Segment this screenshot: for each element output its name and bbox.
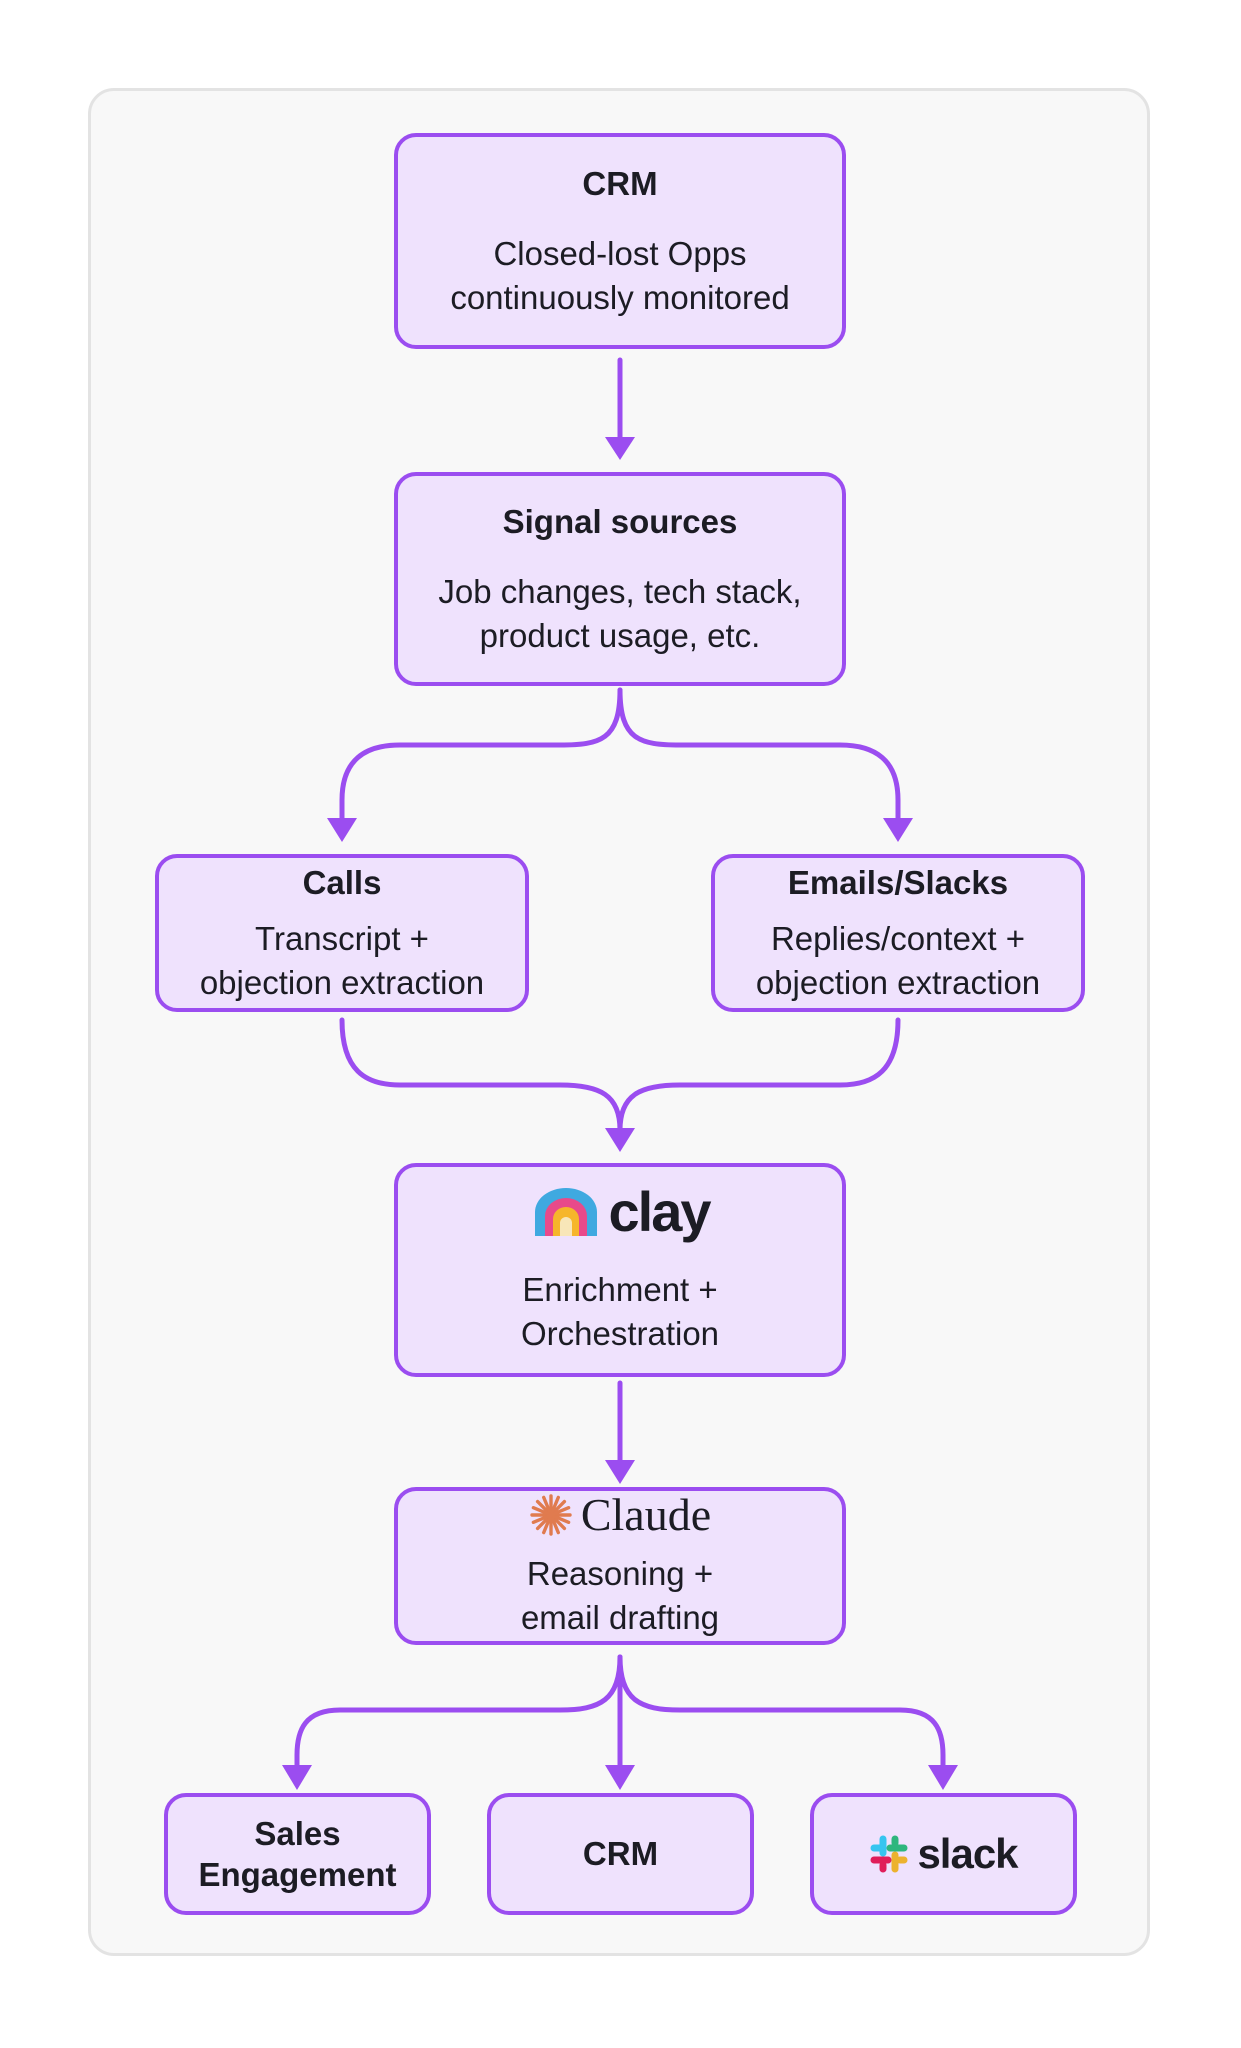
signal-sources-body-line2: product usage, etc. (479, 616, 761, 654)
clay-logo-icon (534, 1188, 597, 1237)
slack-logo-icon (870, 1835, 908, 1873)
emails-slacks-node: Emails/Slacks Replies/context + objectio… (711, 854, 1085, 1012)
claude-node: Claude Reasoning + email drafting (394, 1487, 846, 1645)
clay-body-line1: Enrichment + (522, 1271, 718, 1309)
connector-signals-to-emails (617, 687, 901, 821)
signal-sources-title: Signal sources (502, 502, 738, 540)
crm-destination-title: CRM (582, 1835, 659, 1873)
slack-node: slack (810, 1793, 1077, 1915)
clay-logo: clay (531, 1180, 712, 1244)
signal-sources-node: Signal sources Job changes, tech stack, … (394, 472, 846, 686)
clay-logo-text: clay (608, 1180, 712, 1244)
arrowhead-icon (605, 437, 635, 460)
arrowhead-icon (928, 1765, 958, 1790)
arrowhead-icon (282, 1765, 312, 1790)
slack-logo: slack (869, 1830, 1019, 1877)
crm-source-body-line1: Closed-lost Opps (493, 235, 747, 273)
signal-sources-body-line1: Job changes, tech stack, (438, 573, 802, 611)
emails-slacks-body-line2: objection extraction (755, 963, 1041, 1001)
sales-engagement-line1: Sales (254, 1814, 341, 1852)
connector-claude-to-sales (294, 1654, 623, 1768)
connector-signals-to-calls (339, 687, 623, 821)
arrowhead-icon (605, 1765, 635, 1790)
arrowhead-icon (327, 818, 357, 842)
crm-source-body-line2: continuously monitored (450, 278, 790, 316)
connector-claude-to-slack (617, 1654, 946, 1768)
emails-slacks-body-line1: Replies/context + (770, 920, 1026, 958)
claude-logo-text: Claude (580, 1489, 712, 1541)
claude-logo: Claude (529, 1492, 711, 1538)
sales-engagement-line2: Engagement (198, 1856, 397, 1893)
connector-calls-to-clay (339, 1017, 623, 1133)
claude-body-line1: Reasoning + (526, 1555, 714, 1593)
calls-body-line1: Transcript + (255, 920, 429, 958)
crm-source-node: CRM Closed-lost Opps continuously monito… (394, 133, 846, 349)
emails-slacks-title: Emails/Slacks (787, 863, 1009, 901)
calls-body-line2: objection extraction (199, 963, 485, 1001)
clay-node: clay Enrichment + Orchestration (394, 1163, 846, 1377)
slack-logo-text: slack (917, 1830, 1018, 1877)
crm-source-title: CRM (582, 164, 658, 202)
calls-title: Calls (302, 863, 382, 901)
calls-node: Calls Transcript + objection extraction (155, 854, 529, 1012)
claude-body-line2: email drafting (520, 1599, 720, 1636)
clay-body-line2: Orchestration (520, 1315, 720, 1352)
crm-destination-node: CRM (487, 1793, 754, 1915)
sales-engagement-node: Sales Engagement (164, 1793, 431, 1915)
connector-emails-to-clay (617, 1017, 901, 1133)
arrowhead-icon (605, 1460, 635, 1484)
arrowhead-icon (605, 1128, 635, 1152)
claude-starburst-icon (530, 1494, 572, 1537)
arrowhead-icon (883, 818, 913, 842)
